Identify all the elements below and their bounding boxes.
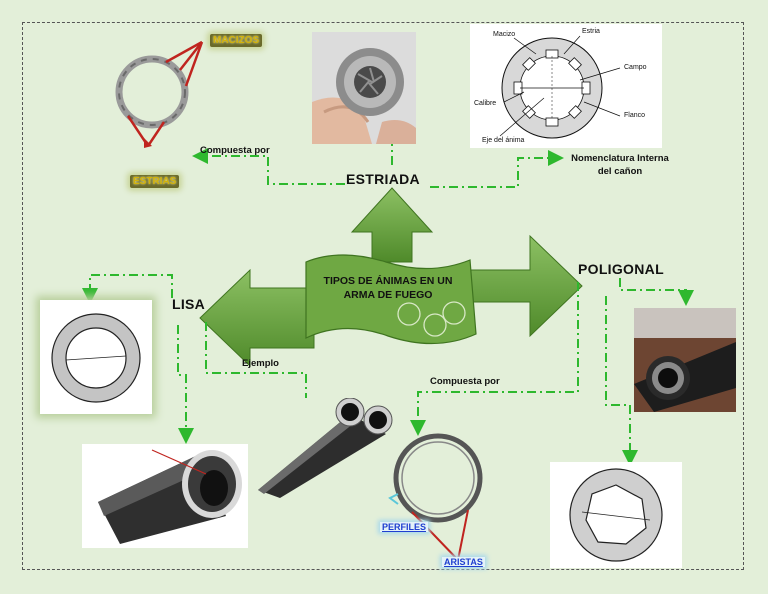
dashed-frame [22, 22, 744, 570]
nomenclature-note: Nomenclatura Interna del cañon [571, 153, 669, 177]
connector-label-estriada: Compuesta por [200, 145, 270, 156]
double-barrel-photo [254, 398, 398, 498]
polygonal-ring-diagram [386, 428, 496, 568]
tag-estrias: ESTRIAS [130, 175, 180, 188]
connector-label-poligonal: Compuesta por [430, 376, 500, 387]
connector-label-lisa: Ejemplo [242, 358, 279, 369]
label-macizo: Macizo [493, 31, 516, 38]
smooth-bore-cross-section [40, 300, 152, 414]
center-banner [305, 254, 477, 345]
tag-perfiles: PERFILES [380, 522, 429, 532]
smooth-barrel-photo [82, 444, 248, 548]
label-campo: Campo [624, 64, 647, 71]
branch-label-estriada: ESTRIADA [346, 171, 420, 187]
tag-macizos: MACIZOS [210, 34, 263, 47]
right-arrow [465, 234, 583, 338]
label-calibre: Calibre [474, 100, 497, 107]
branch-label-poligonal: POLIGONAL [578, 261, 664, 277]
left-arrow [199, 268, 315, 368]
tag-aristas: ARISTAS [442, 557, 485, 567]
polygonal-cross-section [550, 462, 682, 568]
branch-label-lisa: LISA [172, 296, 206, 312]
nomenclature-diagram [470, 24, 662, 148]
label-estria: Estria [582, 28, 600, 35]
up-arrow [350, 187, 434, 263]
label-eje: Eje del ánima [482, 137, 525, 144]
label-flanco: Flanco [624, 112, 646, 119]
central-topic: TIPOS DE ÁNIMAS EN UN ARMA DE FUEGO [323, 275, 453, 301]
polygonal-barrel-photo [634, 308, 736, 412]
rifled-ring-diagram [104, 30, 204, 150]
rifled-barrel-photo [312, 32, 416, 144]
